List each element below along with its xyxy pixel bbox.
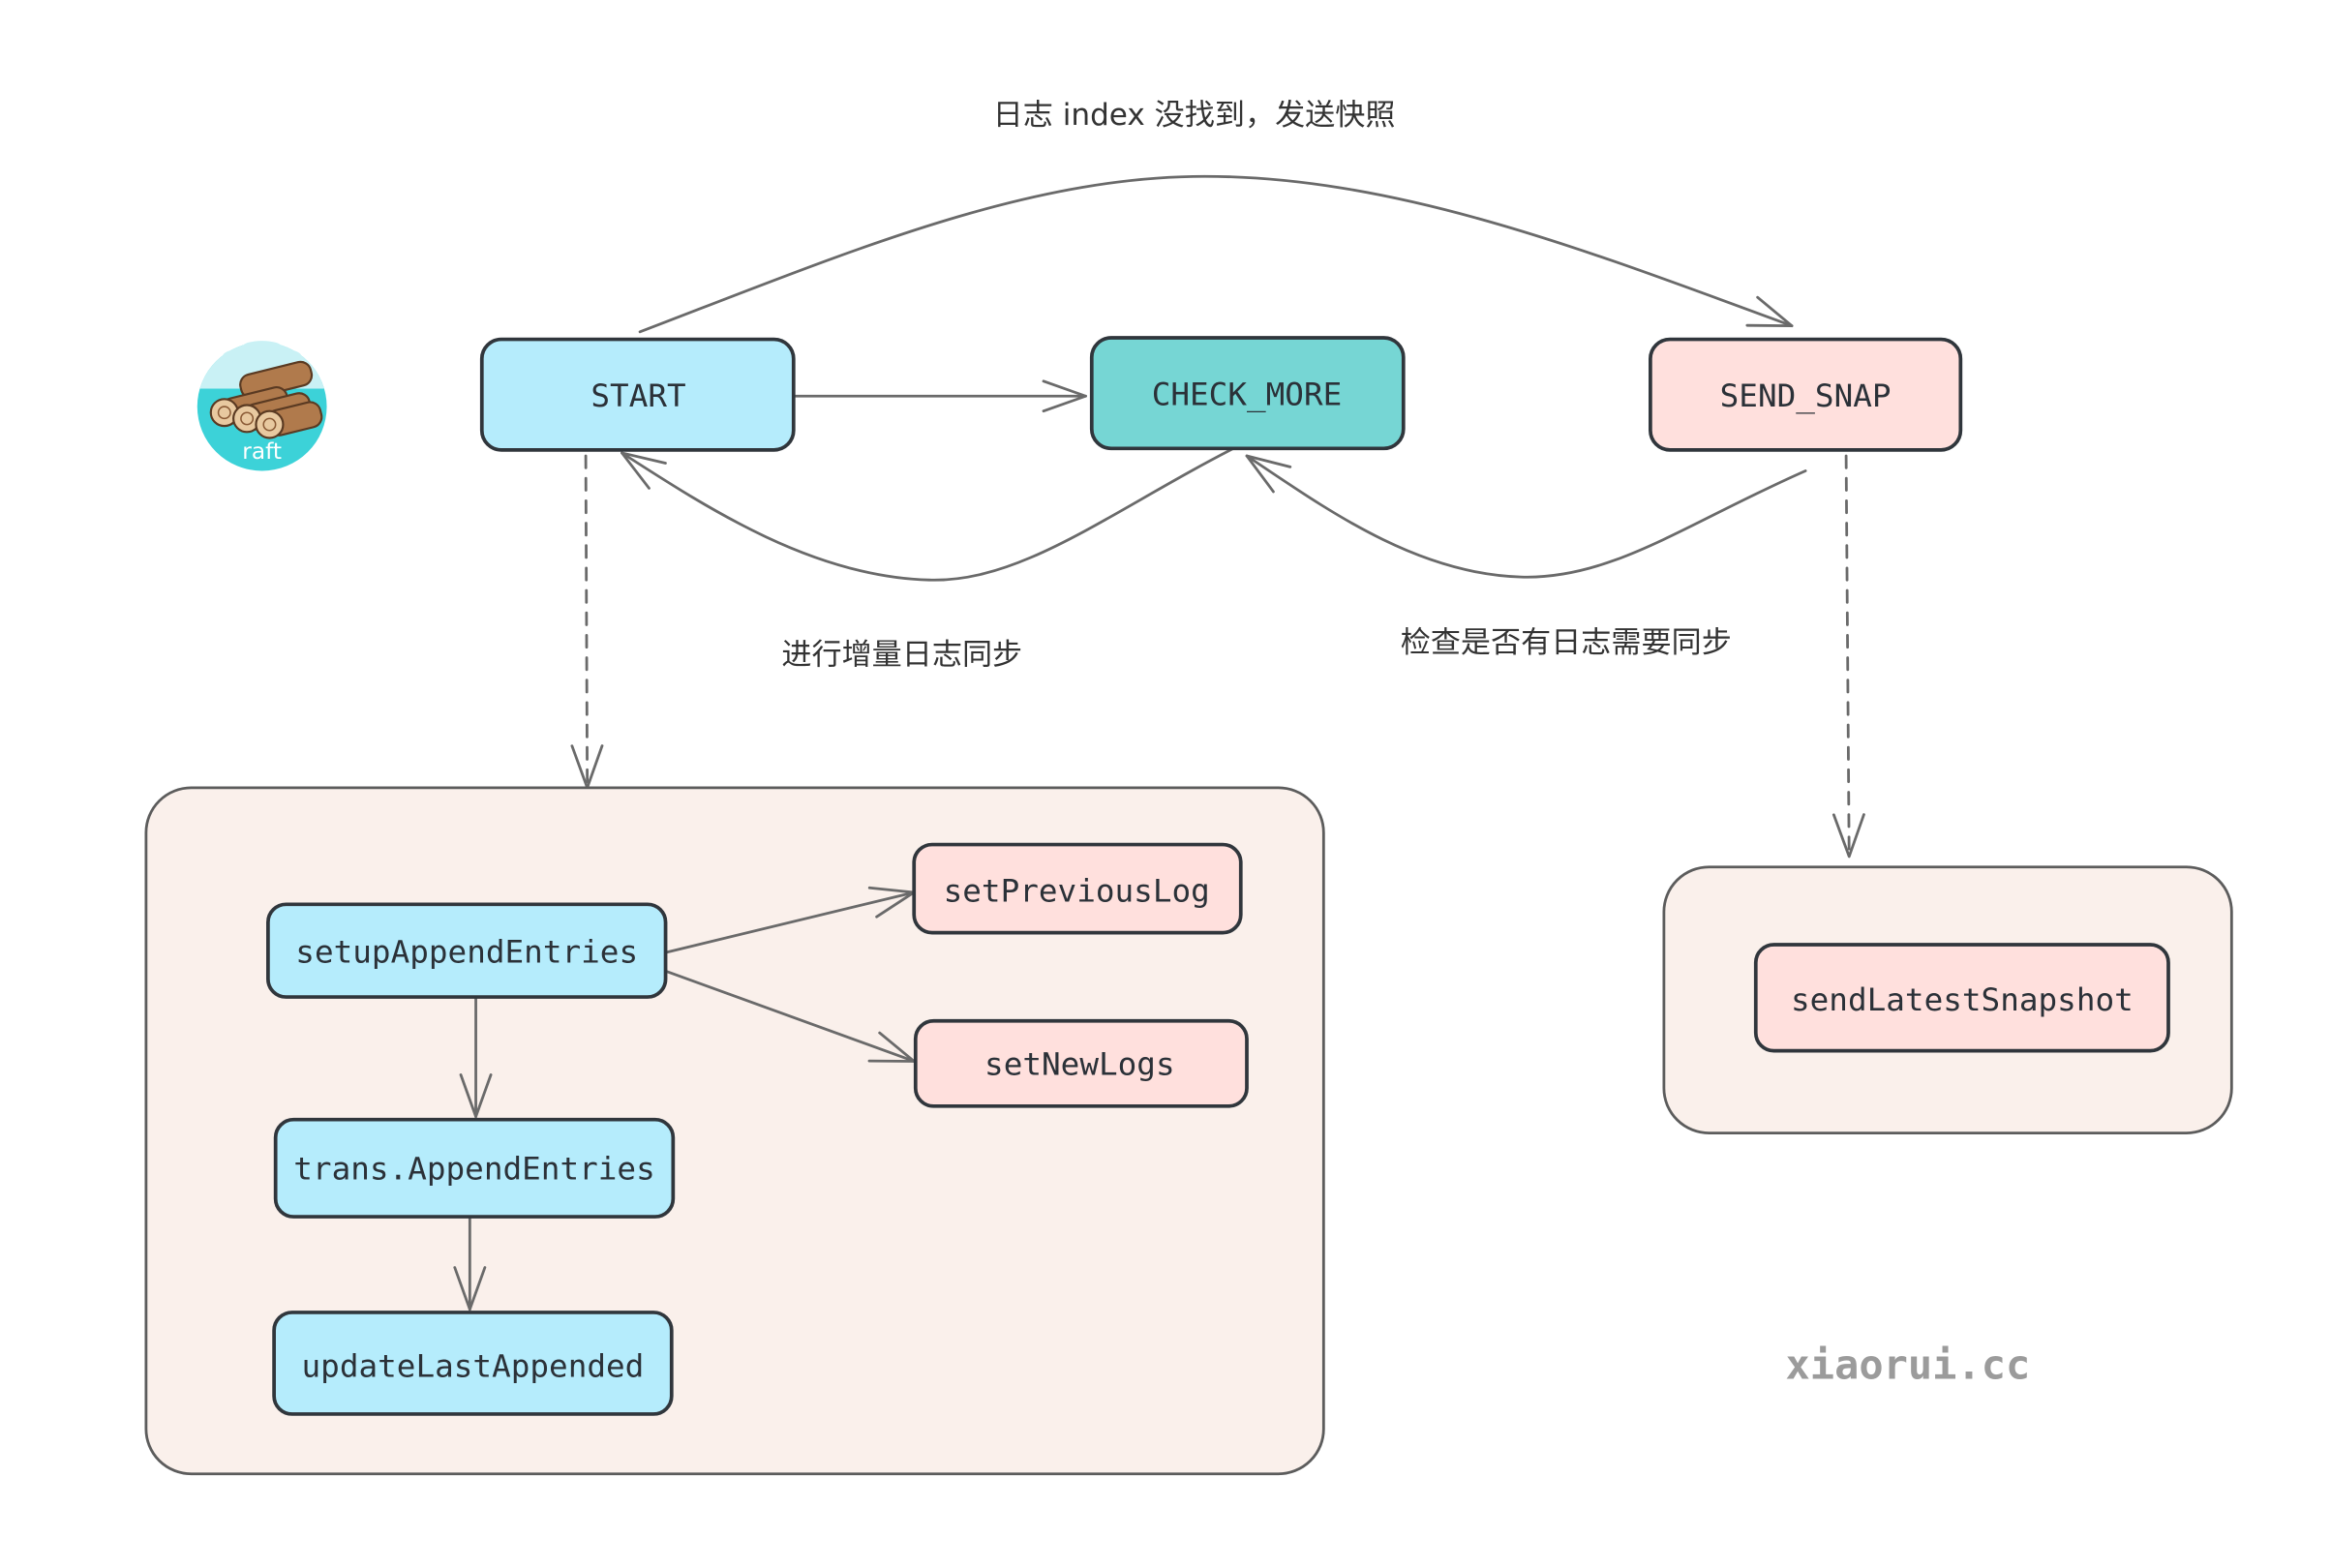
edge-check-more-to-start	[621, 442, 1244, 582]
raft-logo: raft	[197, 341, 327, 471]
log-end-3	[255, 409, 285, 439]
state-send-snap-box	[1649, 337, 1963, 452]
func-setup-append-entries-label: setupAppendEntries	[295, 934, 638, 971]
func-send-latest-snapshot: sendLatestSnapshot	[1753, 943, 2170, 1053]
logo-text: raft	[242, 438, 282, 465]
log-ring-1	[217, 406, 231, 420]
func-update-last-appended-box	[272, 1311, 674, 1416]
raft-logs-icon	[209, 360, 323, 439]
func-set-previous-log-box	[912, 842, 1243, 935]
log-ring-2	[240, 411, 255, 426]
func-set-previous-log: setPreviousLog	[912, 842, 1243, 935]
func-setup-append-entries: setupAppendEntries	[266, 902, 668, 999]
logo-cap-top	[242, 341, 282, 353]
func-update-last-appended-label: updateLastAppended	[302, 1348, 645, 1385]
watermark: xiaorui.cc	[1786, 1342, 2031, 1389]
state-check-more: CHECK_MORE	[1089, 336, 1406, 451]
check-sync-label: 检查是否有日志需要同步	[1401, 625, 1732, 660]
incremental-sync-label: 进行增量日志同步	[781, 637, 1022, 672]
log-ring-3	[262, 417, 277, 432]
func-send-latest-snapshot-box	[1753, 943, 2170, 1053]
func-set-new-logs-label: setNewLogs	[984, 1046, 1175, 1083]
state-send-snap: SEND_SNAP	[1649, 337, 1963, 452]
logo-cap	[223, 347, 302, 365]
edge-start-to-append-group	[570, 454, 604, 790]
edge-send-snap-to-check-more	[1245, 454, 1807, 579]
edge-setup-to-set-previous	[665, 886, 916, 954]
state-start-label: START	[590, 377, 685, 414]
func-set-new-logs-box	[913, 1018, 1249, 1108]
edge-send-snap-to-snapshot-group	[1832, 454, 1865, 859]
func-update-last-appended: updateLastAppended	[272, 1311, 674, 1416]
state-send-snap-label: SEND_SNAP	[1720, 377, 1892, 414]
func-set-new-logs: setNewLogs	[913, 1018, 1249, 1108]
state-check-more-label: CHECK_MORE	[1152, 377, 1343, 413]
func-setup-append-entries-box	[266, 902, 668, 999]
edge-setup-to-set-new	[665, 970, 916, 1063]
state-start-box	[479, 337, 796, 452]
state-start: START	[479, 337, 796, 452]
func-trans-append-entries-label: trans.AppendEntries	[293, 1151, 654, 1188]
state-check-more-box	[1089, 336, 1406, 451]
func-trans-append-entries-box	[273, 1117, 676, 1219]
func-trans-append-entries: trans.AppendEntries	[273, 1117, 676, 1219]
edge-start-to-send-snap	[638, 174, 1794, 334]
func-set-previous-log-label: setPreviousLog	[944, 872, 1210, 909]
func-send-latest-snapshot-label: sendLatestSnapshot	[1791, 981, 2134, 1018]
snapshot-edge-label: 日志 index 没找到，发送快照	[993, 98, 1396, 133]
